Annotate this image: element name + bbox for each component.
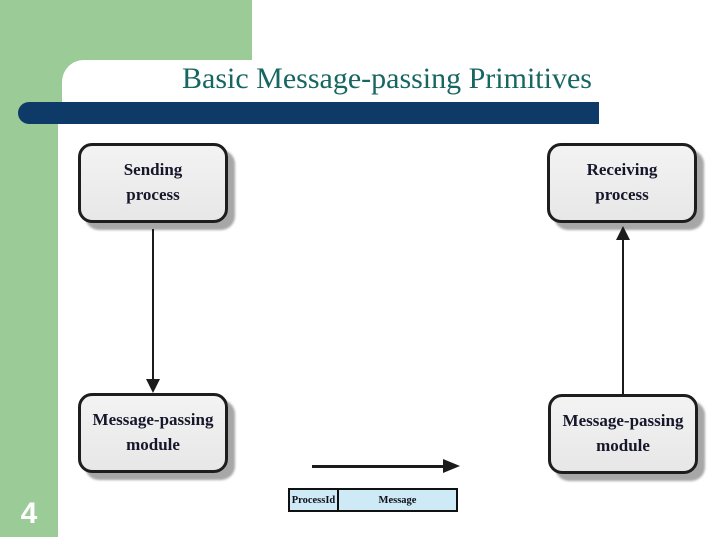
arrow-send-down-line: [152, 229, 154, 381]
box-module-left-line1: Message-passing: [92, 410, 214, 430]
box-sending-process-line2: process: [126, 185, 180, 204]
box-receiving-process-line2: process: [595, 185, 649, 204]
title-underline-bar: [18, 102, 599, 124]
slide-title: Basic Message-passing Primitives: [182, 62, 592, 95]
arrow-message-right-line: [312, 465, 444, 468]
box-sending-process-line1: Sending: [123, 160, 183, 180]
box-sending-process: Sending process: [78, 143, 228, 223]
slide-page-number: 4: [20, 497, 38, 530]
green-accent-strip: [0, 0, 58, 537]
arrowhead-up-icon: [616, 226, 630, 240]
box-message-passing-module-right: Message-passing module: [548, 394, 698, 474]
arrowhead-down-icon: [146, 379, 160, 393]
message-table-cell-processid: ProcessId: [290, 490, 339, 510]
box-receiving-process: Receiving process: [547, 143, 697, 223]
box-receiving-process-line1: Receiving: [586, 160, 658, 180]
box-module-left-line2: module: [126, 435, 180, 454]
arrow-receive-up-line: [622, 240, 624, 395]
message-table-cell-message: Message: [378, 494, 417, 506]
arrowhead-right-icon: [443, 459, 460, 473]
box-module-right-line2: module: [596, 436, 650, 455]
message-structure-table: ProcessId Message: [288, 488, 458, 512]
box-message-passing-module-left: Message-passing module: [78, 393, 228, 473]
box-module-right-line1: Message-passing: [562, 411, 684, 431]
